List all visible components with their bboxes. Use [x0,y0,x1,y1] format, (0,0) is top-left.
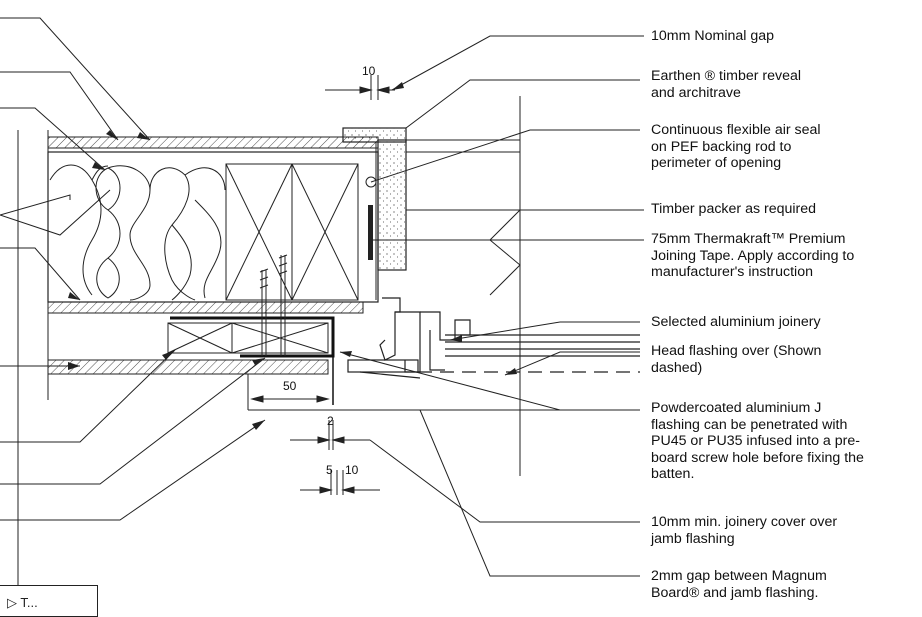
joining-tape [368,205,373,260]
leaders-left [0,17,266,521]
dim-small [300,470,380,495]
dim-gap-text: 2 [327,414,334,428]
dim-gap [290,420,370,450]
top-cladding-board [47,136,379,149]
lining-board [47,301,364,314]
dim-top-gap [325,75,395,100]
screws [259,254,288,356]
leaders-right [339,35,644,577]
label-joinery-cover: 10mm min. joinery cover over jamb flashi… [651,514,838,547]
architrave [342,127,407,143]
label-timber-packer: Timber packer as required [651,201,817,217]
label-air-seal: Continuous flexible air seal on PEF back… [651,122,821,171]
label-joinery: Selected aluminium joinery [651,314,821,330]
label-timber-reveal: Earthen ® timber reveal and architrave [651,68,802,101]
timber-reveal [377,139,407,271]
dim-top-gap-text: 10 [362,64,376,78]
label-2mm-gap: 2mm gap between Magnum Board® and jamb f… [651,568,827,601]
aluminium-joinery [347,297,471,379]
dim-batten [250,395,330,403]
timber-studs [225,163,359,301]
label-j-flashing: Powdercoated aluminium J flashing can be… [651,400,864,482]
dim-small-b-text: 10 [345,463,359,477]
label-nominal-gap: 10mm Nominal gap [651,28,775,44]
glazing [445,334,640,357]
insulation [49,164,226,301]
label-joining-tape: 75mm Thermakraft™ Premium Joining Tape. … [651,231,855,280]
dim-small-a-text: 5 [326,463,333,477]
magnum-board [47,359,329,375]
j-flashing [170,316,335,358]
legend-box: ▷ T... [0,585,98,617]
label-head-flashing: Head flashing over (Shown dashed) [651,343,822,376]
wall-frame [47,151,379,303]
break-line [489,209,521,296]
dim-batten-text: 50 [283,379,297,393]
batten [167,322,329,354]
legend-text: ▷ T... [7,595,38,610]
